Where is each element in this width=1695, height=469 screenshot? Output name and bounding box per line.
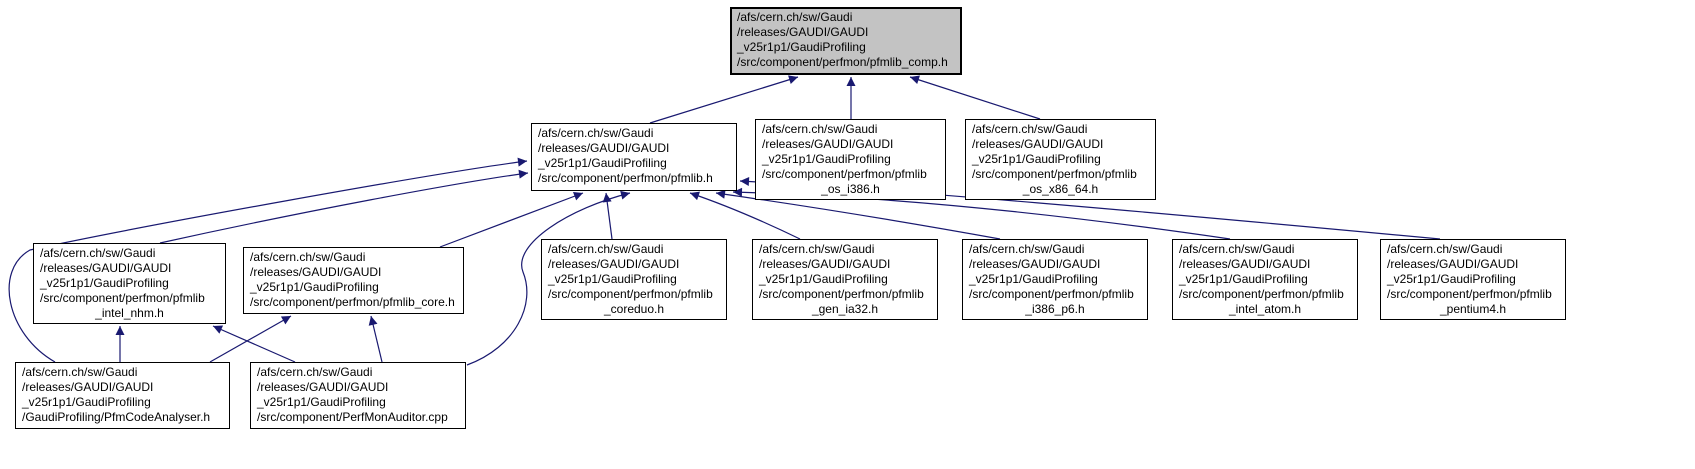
node-label-line: /releases/GAUDI/GAUDI — [250, 265, 382, 279]
node-pfm-code-analyser[interactable]: /afs/cern.ch/sw/Gaudi/releases/GAUDI/GAU… — [15, 362, 230, 429]
node-label-line: _gen_ia32.h — [811, 302, 879, 316]
node-label-line: /afs/cern.ch/sw/Gaudi — [969, 242, 1085, 256]
node-label-line: _v25r1p1/GaudiProfiling — [1387, 272, 1516, 286]
node-label-line: /src/component/perfmon/pfmlib — [759, 287, 924, 301]
node-label-line: /releases/GAUDI/GAUDI — [1387, 257, 1519, 271]
node-label-line: /releases/GAUDI/GAUDI — [969, 257, 1101, 271]
node-label-line: _os_x86_64.h — [1022, 182, 1099, 196]
node-label-line: /afs/cern.ch/sw/Gaudi — [759, 242, 875, 256]
node-label-line: /src/component/perfmon/pfmlib — [40, 291, 205, 305]
node-label-line: /afs/cern.ch/sw/Gaudi — [40, 246, 156, 260]
node-label-line: _v25r1p1/GaudiProfiling — [759, 272, 888, 286]
node-label-line: /afs/cern.ch/sw/Gaudi — [972, 122, 1088, 136]
node-label-line: /afs/cern.ch/sw/Gaudi — [1387, 242, 1503, 256]
node-pfmlib-pentium4[interactable]: /afs/cern.ch/sw/Gaudi/releases/GAUDI/GAU… — [1380, 239, 1566, 320]
node-label-line: /afs/cern.ch/sw/Gaudi — [1179, 242, 1295, 256]
node-label-line: /afs/cern.ch/sw/Gaudi — [257, 365, 373, 379]
node-label-line: _os_i386.h — [821, 182, 880, 196]
edge-pfmlib_intel_nhm-to-pfmlib — [159, 169, 529, 244]
node-pfmlib-core[interactable]: /afs/cern.ch/sw/Gaudi/releases/GAUDI/GAU… — [243, 247, 464, 314]
edge-pfmlib_os_x86_64-to-pfmlib_comp — [909, 75, 1041, 120]
node-label-line: _pentium4.h — [1439, 302, 1507, 316]
node-label-line: _v25r1p1/GaudiProfiling — [548, 272, 677, 286]
node-label-line: /afs/cern.ch/sw/Gaudi — [762, 122, 878, 136]
node-label-line: /src/component/perfmon/pfmlib — [1179, 287, 1344, 301]
node-label-line: /GaudiProfiling/PfmCodeAnalyser.h — [22, 410, 211, 424]
node-pfmlib-os-x86-64[interactable]: /afs/cern.ch/sw/Gaudi/releases/GAUDI/GAU… — [965, 119, 1156, 200]
node-label-line: /src/component/perfmon/pfmlib — [969, 287, 1134, 301]
node-label-line: /afs/cern.ch/sw/Gaudi — [22, 365, 138, 379]
edge-perf_mon_auditor-to-pfmlib_core — [368, 315, 383, 363]
node-label-line: _v25r1p1/GaudiProfiling — [1179, 272, 1308, 286]
node-label-line: /afs/cern.ch/sw/Gaudi — [250, 250, 366, 264]
node-label-line: /afs/cern.ch/sw/Gaudi — [737, 10, 853, 24]
node-label-line: _i386_p6.h — [1025, 302, 1085, 316]
node-pfmlib-coreduo[interactable]: /afs/cern.ch/sw/Gaudi/releases/GAUDI/GAU… — [541, 239, 727, 320]
node-label-line: /releases/GAUDI/GAUDI — [257, 380, 389, 394]
node-label-line: /releases/GAUDI/GAUDI — [1179, 257, 1311, 271]
node-pfmlib-os-i386[interactable]: /afs/cern.ch/sw/Gaudi/releases/GAUDI/GAU… — [755, 119, 946, 200]
node-label-line: /afs/cern.ch/sw/Gaudi — [538, 126, 654, 140]
node-label-line: _v25r1p1/GaudiProfiling — [22, 395, 151, 409]
node-label-line: /src/component/perfmon/pfmlib_core.h — [250, 295, 455, 309]
node-label-line: _v25r1p1/GaudiProfiling — [250, 280, 379, 294]
node-label-line: _v25r1p1/GaudiProfiling — [972, 152, 1101, 166]
node-label-line: /releases/GAUDI/GAUDI — [22, 380, 154, 394]
node-label-line: /src/component/perfmon/pfmlib — [972, 167, 1137, 181]
node-label-line: _v25r1p1/GaudiProfiling — [538, 156, 667, 170]
edge-perf_mon_auditor-to-pfmlib_intel_nhm — [212, 325, 296, 363]
edge-pfmlib-to-pfmlib_comp — [649, 75, 799, 124]
node-label-line: _v25r1p1/GaudiProfiling — [737, 40, 866, 54]
node-pfmlib-i386-p6[interactable]: /afs/cern.ch/sw/Gaudi/releases/GAUDI/GAU… — [962, 239, 1148, 320]
node-label-line: /releases/GAUDI/GAUDI — [972, 137, 1104, 151]
node-label-line: _v25r1p1/GaudiProfiling — [257, 395, 386, 409]
node-label-line: _intel_nhm.h — [95, 306, 164, 320]
node-label-line: /releases/GAUDI/GAUDI — [759, 257, 891, 271]
node-pfmlib-comp[interactable]: /afs/cern.ch/sw/Gaudi/releases/GAUDI/GAU… — [730, 7, 962, 75]
node-label-line: _v25r1p1/GaudiProfiling — [969, 272, 1098, 286]
node-label-line: /src/component/perfmon/pfmlib — [548, 287, 713, 301]
node-label-line: _intel_atom.h — [1228, 302, 1302, 316]
node-label-line: /src/component/perfmon/pfmlib — [1387, 287, 1552, 301]
node-label-line: /src/component/perfmon/pfmlib_comp.h — [737, 55, 948, 69]
node-pfmlib[interactable]: /afs/cern.ch/sw/Gaudi/releases/GAUDI/GAU… — [531, 123, 737, 191]
node-perf-mon-auditor[interactable]: /afs/cern.ch/sw/Gaudi/releases/GAUDI/GAU… — [250, 362, 466, 429]
node-label-line: /src/component/perfmon/pfmlib — [762, 167, 927, 181]
node-label-line: _coreduo.h — [603, 302, 665, 316]
node-label-line: /afs/cern.ch/sw/Gaudi — [548, 242, 664, 256]
node-label-line: /releases/GAUDI/GAUDI — [762, 137, 894, 151]
node-label-line: /src/component/PerfMonAuditor.cpp — [257, 410, 448, 424]
node-label-line: /releases/GAUDI/GAUDI — [548, 257, 680, 271]
node-label-line: /src/component/perfmon/pfmlib.h — [538, 171, 713, 185]
node-label-line: /releases/GAUDI/GAUDI — [538, 141, 670, 155]
node-label-line: _v25r1p1/GaudiProfiling — [762, 152, 891, 166]
node-label-line: /releases/GAUDI/GAUDI — [737, 25, 869, 39]
node-label-line: /releases/GAUDI/GAUDI — [40, 261, 172, 275]
node-pfmlib-intel-nhm[interactable]: /afs/cern.ch/sw/Gaudi/releases/GAUDI/GAU… — [33, 243, 226, 324]
edge-pfmlib_coreduo-to-pfmlib — [602, 192, 613, 240]
node-label-line: _v25r1p1/GaudiProfiling — [40, 276, 169, 290]
node-pfmlib-gen-ia32[interactable]: /afs/cern.ch/sw/Gaudi/releases/GAUDI/GAU… — [752, 239, 938, 320]
node-pfmlib-intel-atom[interactable]: /afs/cern.ch/sw/Gaudi/releases/GAUDI/GAU… — [1172, 239, 1358, 320]
